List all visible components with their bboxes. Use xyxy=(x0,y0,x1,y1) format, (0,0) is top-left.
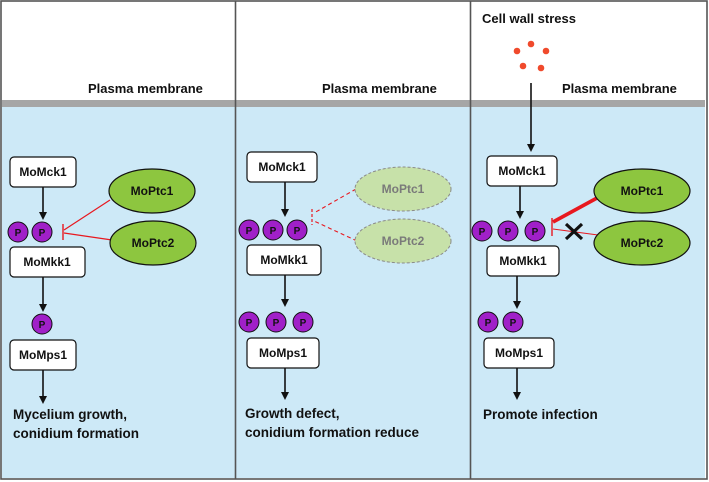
panel-2-phospho-2 xyxy=(262,219,284,241)
panel-3-mck1-box xyxy=(486,155,558,187)
panel-2-phospho-6 xyxy=(292,311,314,333)
panel-1-phospho-1 xyxy=(7,221,29,243)
panel-3-mkk1-label: MoMkk1 xyxy=(499,254,547,268)
panel-1-membrane xyxy=(2,100,235,107)
stress-label: Cell wall stress xyxy=(482,11,576,26)
panel-3-phospho-1 xyxy=(471,220,493,242)
panel-3-inhibit-ptc1 xyxy=(552,196,598,224)
panel-3-membrane xyxy=(471,100,705,107)
panel-2-phospho-2-label: P xyxy=(270,226,277,237)
panel-3-mck1-label: MoMck1 xyxy=(498,164,546,178)
panel-1-outcome-line1: Mycelium growth, xyxy=(13,407,127,422)
panel-2-phospho-5-label: P xyxy=(273,318,280,329)
panel-1-membrane-label: Plasma membrane xyxy=(88,81,203,96)
panel-3-membrane-label: Plasma membrane xyxy=(562,81,677,96)
x-mark-icon xyxy=(564,222,584,241)
panel-2-ptc1 xyxy=(354,166,452,212)
panel-3-phospho-4 xyxy=(477,311,499,333)
panel-2-mkk1-label: MoMkk1 xyxy=(260,253,308,267)
panel-2-membrane-label: Plasma membrane xyxy=(322,81,437,96)
panel-3-phospho-3 xyxy=(524,220,546,242)
panel-2-ptc2 xyxy=(354,218,452,264)
panel-3-phospho-2-label: P xyxy=(505,227,512,238)
panel-2-phospho-4-label: P xyxy=(246,318,253,329)
panel-2-mps1-label: MoMps1 xyxy=(259,346,307,360)
panel-1-phospho-3-label: P xyxy=(39,320,46,331)
panel-2-ptc2-label: MoPtc2 xyxy=(382,234,425,248)
panel-2-phospho-1 xyxy=(238,219,260,241)
panel-3-ptc2-label: MoPtc2 xyxy=(621,236,664,250)
panel-3-mkk1-box xyxy=(486,245,560,277)
panel-3-outcome-line1: Promote infection xyxy=(483,407,598,422)
panel-1-inhibit-ptc1 xyxy=(63,199,111,231)
panel-1-inhibit-ptc2 xyxy=(63,232,113,241)
panel-2-mck1-label: MoMck1 xyxy=(258,160,306,174)
panel-3: Plasma membrane Cell wall stress MoMck1 … xyxy=(471,11,705,478)
panel-2-inhibit-ptc2 xyxy=(313,220,358,242)
panel-2: Plasma membrane MoMck1 P P P MoMkk1 MoPt… xyxy=(236,81,470,478)
panel-1: Plasma membrane MoMck1 P P MoMkk1 MoPtc1… xyxy=(2,81,235,478)
panel-3-phospho-3-label: P xyxy=(532,227,539,238)
panel-1-mps1-label: MoMps1 xyxy=(19,348,67,362)
panel-3-phospho-4-label: P xyxy=(485,318,492,329)
panel-1-outcome-line2: conidium formation xyxy=(13,426,139,441)
panel-1-ptc2 xyxy=(109,220,197,266)
panel-1-phospho-1-label: P xyxy=(15,228,22,239)
panel-2-ptc1-label: MoPtc1 xyxy=(382,182,425,196)
stress-dots-icon xyxy=(513,40,550,72)
panel-2-outcome-line1: Growth defect, xyxy=(245,406,340,421)
panel-3-ptc2 xyxy=(593,220,691,266)
panel-2-inhibit-ptc1 xyxy=(313,188,357,214)
panel-3-mps1-box xyxy=(483,337,555,369)
panel-2-mkk1-box xyxy=(246,244,322,276)
panel-3-ptc1 xyxy=(593,168,691,214)
panel-2-phospho-5 xyxy=(265,311,287,333)
panel-2-mps1-box xyxy=(246,337,320,369)
panel-3-phospho-5-label: P xyxy=(510,318,517,329)
panel-2-phospho-1-label: P xyxy=(246,226,253,237)
panel-1-mkk1-label: MoMkk1 xyxy=(23,255,71,269)
panel-3-mps1-label: MoMps1 xyxy=(495,346,543,360)
panel-2-membrane xyxy=(236,100,470,107)
panel-1-ptc1-label: MoPtc1 xyxy=(131,184,174,198)
panel-2-phospho-6-label: P xyxy=(300,318,307,329)
panel-2-phospho-3-label: P xyxy=(294,226,301,237)
panel-1-ptc1 xyxy=(108,168,196,214)
panel-1-phospho-3 xyxy=(31,313,53,335)
panel-1-mkk1-box xyxy=(9,246,86,278)
panel-3-phospho-5 xyxy=(502,311,524,333)
panel-2-phospho-4 xyxy=(238,311,260,333)
panel-1-phospho-2-label: P xyxy=(39,228,46,239)
panel-2-mck1-box xyxy=(246,151,318,183)
panel-1-ptc2-label: MoPtc2 xyxy=(132,236,175,250)
panel-2-outcome-line2: conidium formation reduce xyxy=(245,425,420,440)
panel-1-mck1-label: MoMck1 xyxy=(19,165,67,179)
panel-3-phospho-1-label: P xyxy=(479,227,486,238)
panel-1-phospho-2 xyxy=(31,221,53,243)
panel-2-phospho-3 xyxy=(286,219,308,241)
panel-3-phospho-2 xyxy=(497,220,519,242)
panel-3-ptc1-label: MoPtc1 xyxy=(621,184,664,198)
